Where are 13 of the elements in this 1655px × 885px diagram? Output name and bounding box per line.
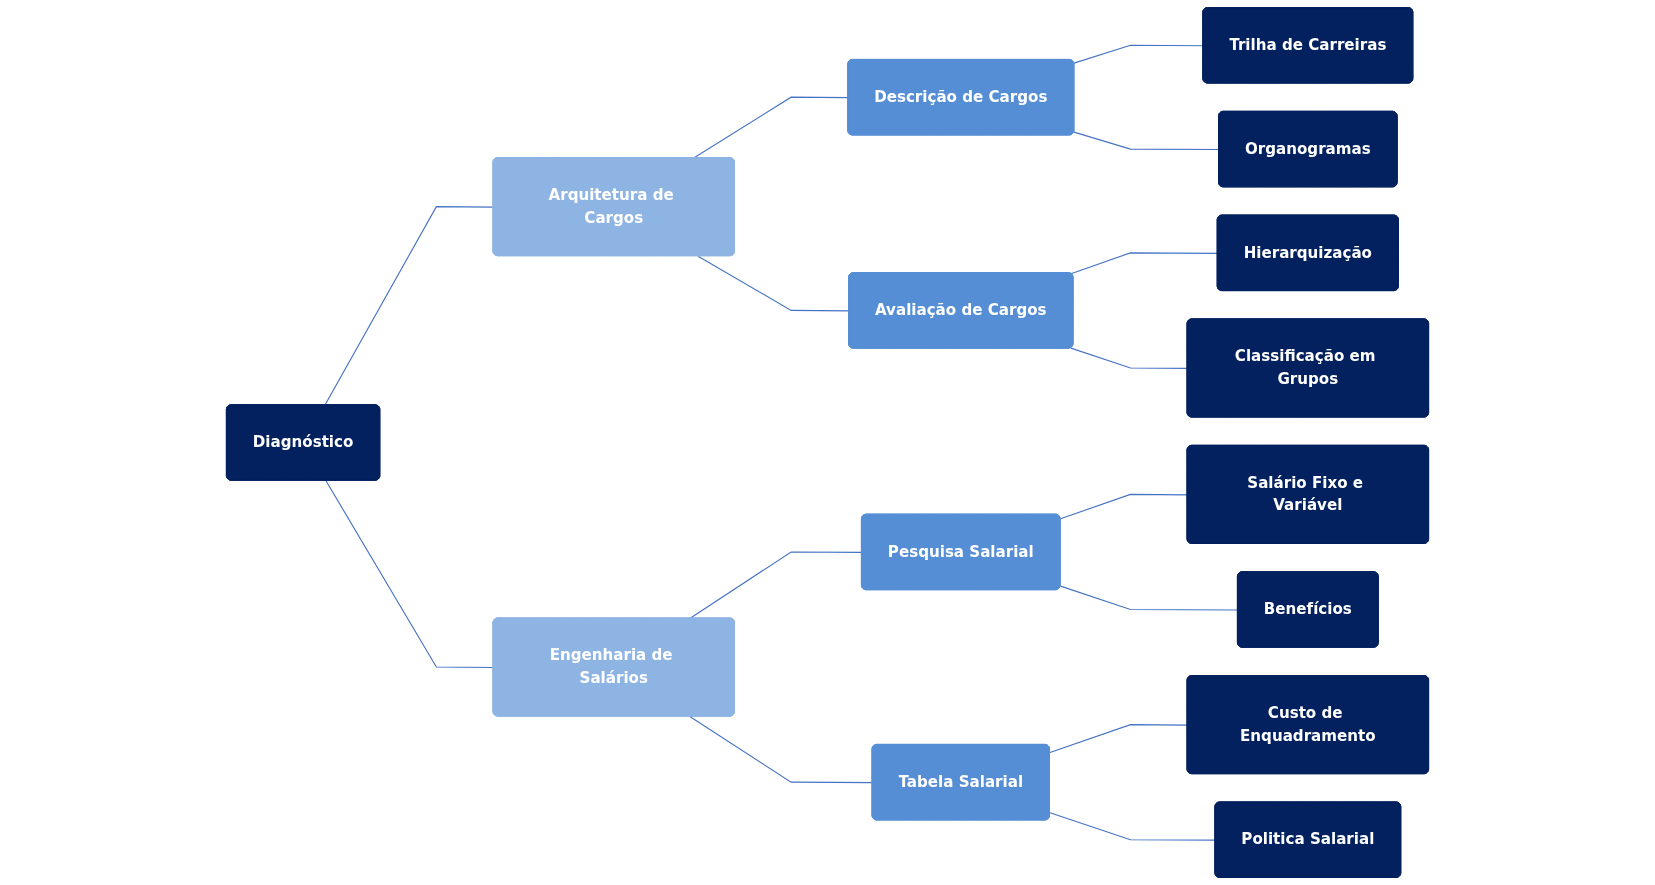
connector — [1070, 252, 1219, 275]
connector — [1070, 347, 1189, 369]
connector — [1049, 812, 1216, 841]
connector — [1060, 493, 1189, 520]
connector — [693, 96, 849, 159]
connector — [697, 255, 850, 312]
connector — [325, 480, 494, 669]
connector — [1049, 724, 1189, 754]
connector — [324, 206, 494, 406]
connector — [1060, 585, 1239, 611]
connector — [689, 716, 874, 784]
connector — [1073, 44, 1204, 64]
connector — [1073, 131, 1220, 151]
